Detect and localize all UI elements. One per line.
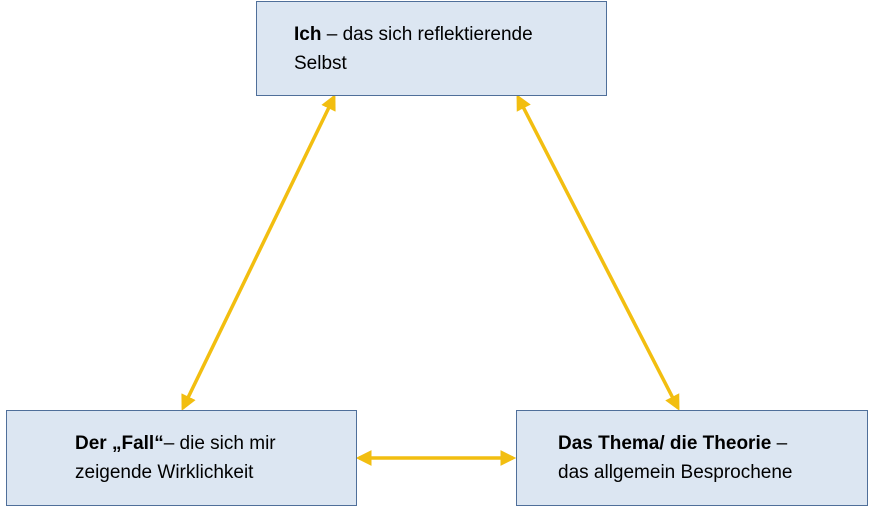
- node-ich-title: Ich: [294, 23, 322, 45]
- node-fall-line2: zeigende Wirklichkeit: [75, 462, 254, 483]
- node-fall-title: Der „Fall“: [75, 433, 164, 454]
- node-theorie-line2: das allgemein Besprochene: [558, 462, 793, 483]
- node-fall-text: – die sich mir: [163, 433, 276, 454]
- node-theorie-text: –: [771, 433, 788, 454]
- node-theorie: Das Thema/ die Theorie – das allgemein B…: [516, 410, 868, 506]
- node-ich-line1: Ich – das sich reflektierende: [294, 20, 606, 49]
- node-fall-line1: Der „Fall“– die sich mir: [75, 429, 356, 458]
- node-theorie-title: Das Thema/ die Theorie: [558, 433, 772, 454]
- node-fall: Der „Fall“– die sich mir zeigende Wirkli…: [6, 410, 357, 506]
- node-theorie-line1: Das Thema/ die Theorie –: [558, 429, 867, 458]
- node-ich-text: – das sich reflektierende: [321, 23, 533, 45]
- node-ich-line2: Selbst: [294, 52, 347, 74]
- arrow-ich-theorie: [516, 94, 680, 411]
- node-ich: Ich – das sich reflektierende Selbst: [256, 1, 607, 96]
- arrow-ich-fall: [181, 94, 336, 411]
